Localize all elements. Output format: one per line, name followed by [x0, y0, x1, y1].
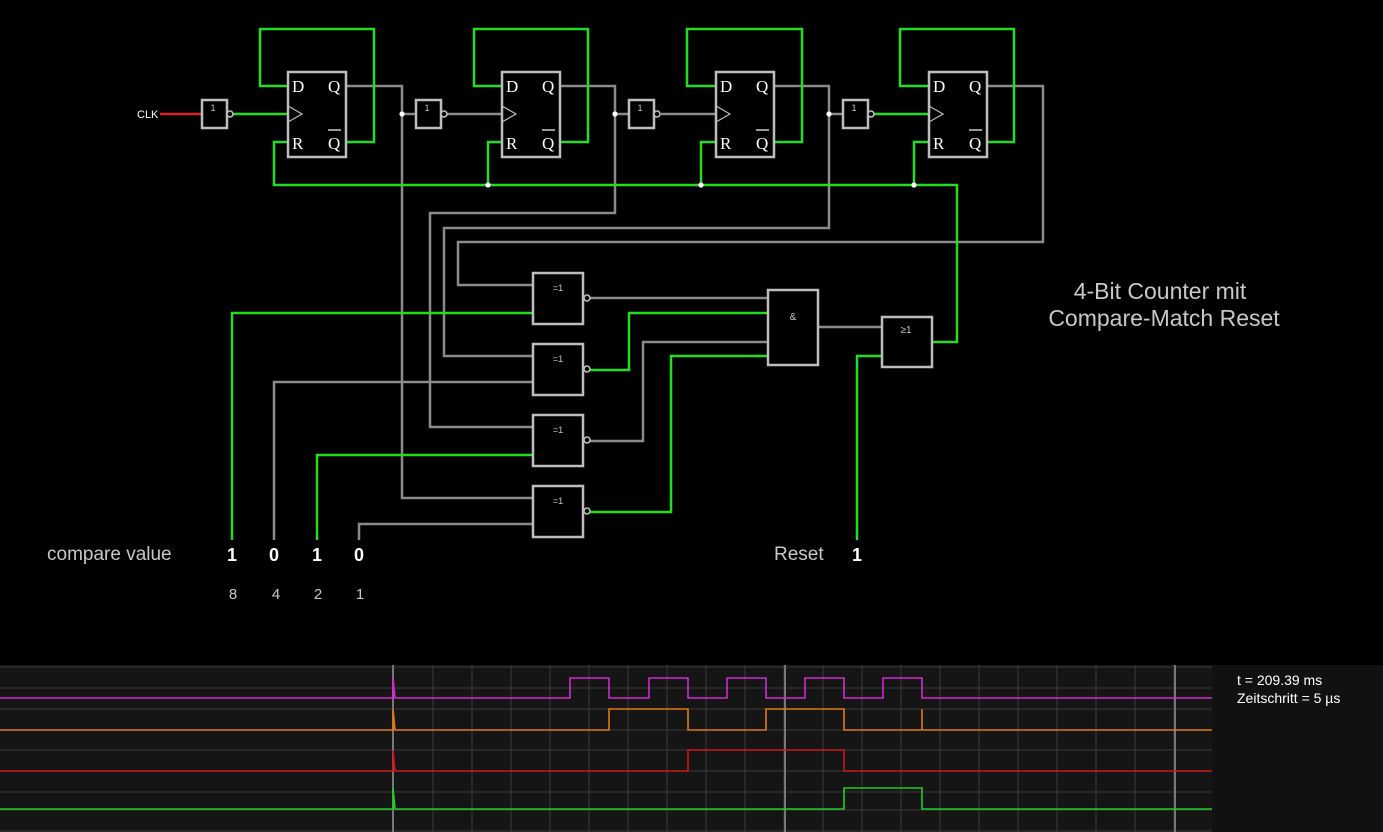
compare-bit-1[interactable]: 0 1 [354, 545, 364, 603]
xnor-gate-1[interactable]: =1 [531, 271, 591, 326]
flip-flop-pin-qbar: Q [756, 134, 768, 153]
scope-time: t = 209.39 ms [1237, 672, 1322, 688]
flip-flop-pin-q: Q [756, 77, 768, 96]
clk-label: CLK [137, 109, 159, 121]
flip-flop-3[interactable]: D Q R Q [714, 70, 776, 159]
xnor-gate-label: =1 [553, 425, 563, 435]
d-flip-flops: D Q R Q D Q R Q D Q R Q D Q R Q [286, 70, 989, 159]
circuit-title-line-2: Compare-Match Reset [1048, 305, 1280, 331]
xnor-gate-label: =1 [553, 283, 563, 293]
scope-timestep: Zeitschritt = 5 µs [1237, 690, 1340, 706]
flip-flop-pin-qbar: Q [542, 134, 554, 153]
inverters: 1 1 1 1 [200, 98, 875, 130]
compare-bit-4-weight: 4 [272, 586, 280, 603]
circuit-title-line-1: 4-Bit Counter mit [1074, 278, 1247, 304]
flip-flop-pin-d: D [933, 77, 945, 96]
trace-bit-0 [0, 677, 1212, 699]
flip-flop-pin-r: R [933, 134, 945, 153]
inverter-2[interactable]: 1 [414, 98, 448, 130]
trace-bit-1 [0, 708, 1212, 731]
inverter-1[interactable]: 1 [200, 98, 234, 130]
compare-bit-1-weight: 1 [356, 586, 364, 603]
compare-bit-2[interactable]: 1 2 [312, 545, 322, 603]
compare-bit-4-value[interactable]: 0 [269, 545, 279, 565]
or-gate[interactable]: ≥1 [880, 315, 934, 369]
flip-flop-pin-d: D [720, 77, 732, 96]
inverter-label: 1 [851, 103, 856, 113]
xnor-gate-3[interactable]: =1 [531, 413, 591, 468]
xnor-gate-label: =1 [553, 354, 563, 364]
compare-bit-8[interactable]: 1 8 [227, 545, 237, 603]
inverter-label: 1 [424, 103, 429, 113]
flip-flop-pin-qbar: Q [328, 134, 340, 153]
and-gate-label: & [790, 312, 797, 323]
xnor-gate-label: =1 [553, 496, 563, 506]
trace-reset [0, 787, 1212, 810]
inverter-3[interactable]: 1 [627, 98, 661, 130]
compare-bit-2-value[interactable]: 1 [312, 545, 322, 565]
flip-flop-1[interactable]: D Q R Q [286, 70, 348, 159]
inverter-label: 1 [637, 103, 642, 113]
wires-low [272, 84, 1045, 540]
flip-flop-pin-q: Q [542, 77, 554, 96]
and-gate[interactable]: & [766, 288, 820, 367]
flip-flop-pin-d: D [506, 77, 518, 96]
junction-dots [399, 111, 917, 188]
scope-info-panel [1212, 665, 1383, 832]
or-gate-label: ≥1 [900, 325, 911, 336]
compare-bit-8-value[interactable]: 1 [227, 545, 237, 565]
flip-flop-pin-r: R [292, 134, 304, 153]
inverter-4[interactable]: 1 [841, 98, 875, 130]
flip-flop-pin-r: R [506, 134, 518, 153]
flip-flop-pin-q: Q [969, 77, 981, 96]
compare-bit-1-value[interactable]: 0 [354, 545, 364, 565]
flip-flop-pin-q: Q [328, 77, 340, 96]
wires-high [230, 27, 1016, 540]
compare-value-label: compare value [47, 544, 172, 565]
flip-flop-4[interactable]: D Q R Q [927, 70, 989, 159]
xnor-gate-2[interactable]: =1 [531, 342, 591, 397]
trace-bit-2 [0, 749, 1212, 772]
compare-bit-8-weight: 8 [229, 586, 237, 603]
inverter-label: 1 [210, 103, 215, 113]
reset-switch[interactable]: 1 [852, 545, 862, 565]
scope-background [0, 665, 1383, 832]
compare-bit-4[interactable]: 0 4 [269, 545, 280, 603]
compare-bit-2-weight: 2 [314, 586, 322, 603]
flip-flop-pin-r: R [720, 134, 732, 153]
xnor-gates: =1 =1 =1 =1 [531, 271, 591, 539]
flip-flop-pin-qbar: Q [969, 134, 981, 153]
scope-traces [0, 677, 1212, 810]
flip-flop-2[interactable]: D Q R Q [500, 70, 562, 159]
reset-label: Reset [774, 544, 824, 565]
xnor-gate-4[interactable]: =1 [531, 484, 591, 539]
flip-flop-pin-d: D [292, 77, 304, 96]
